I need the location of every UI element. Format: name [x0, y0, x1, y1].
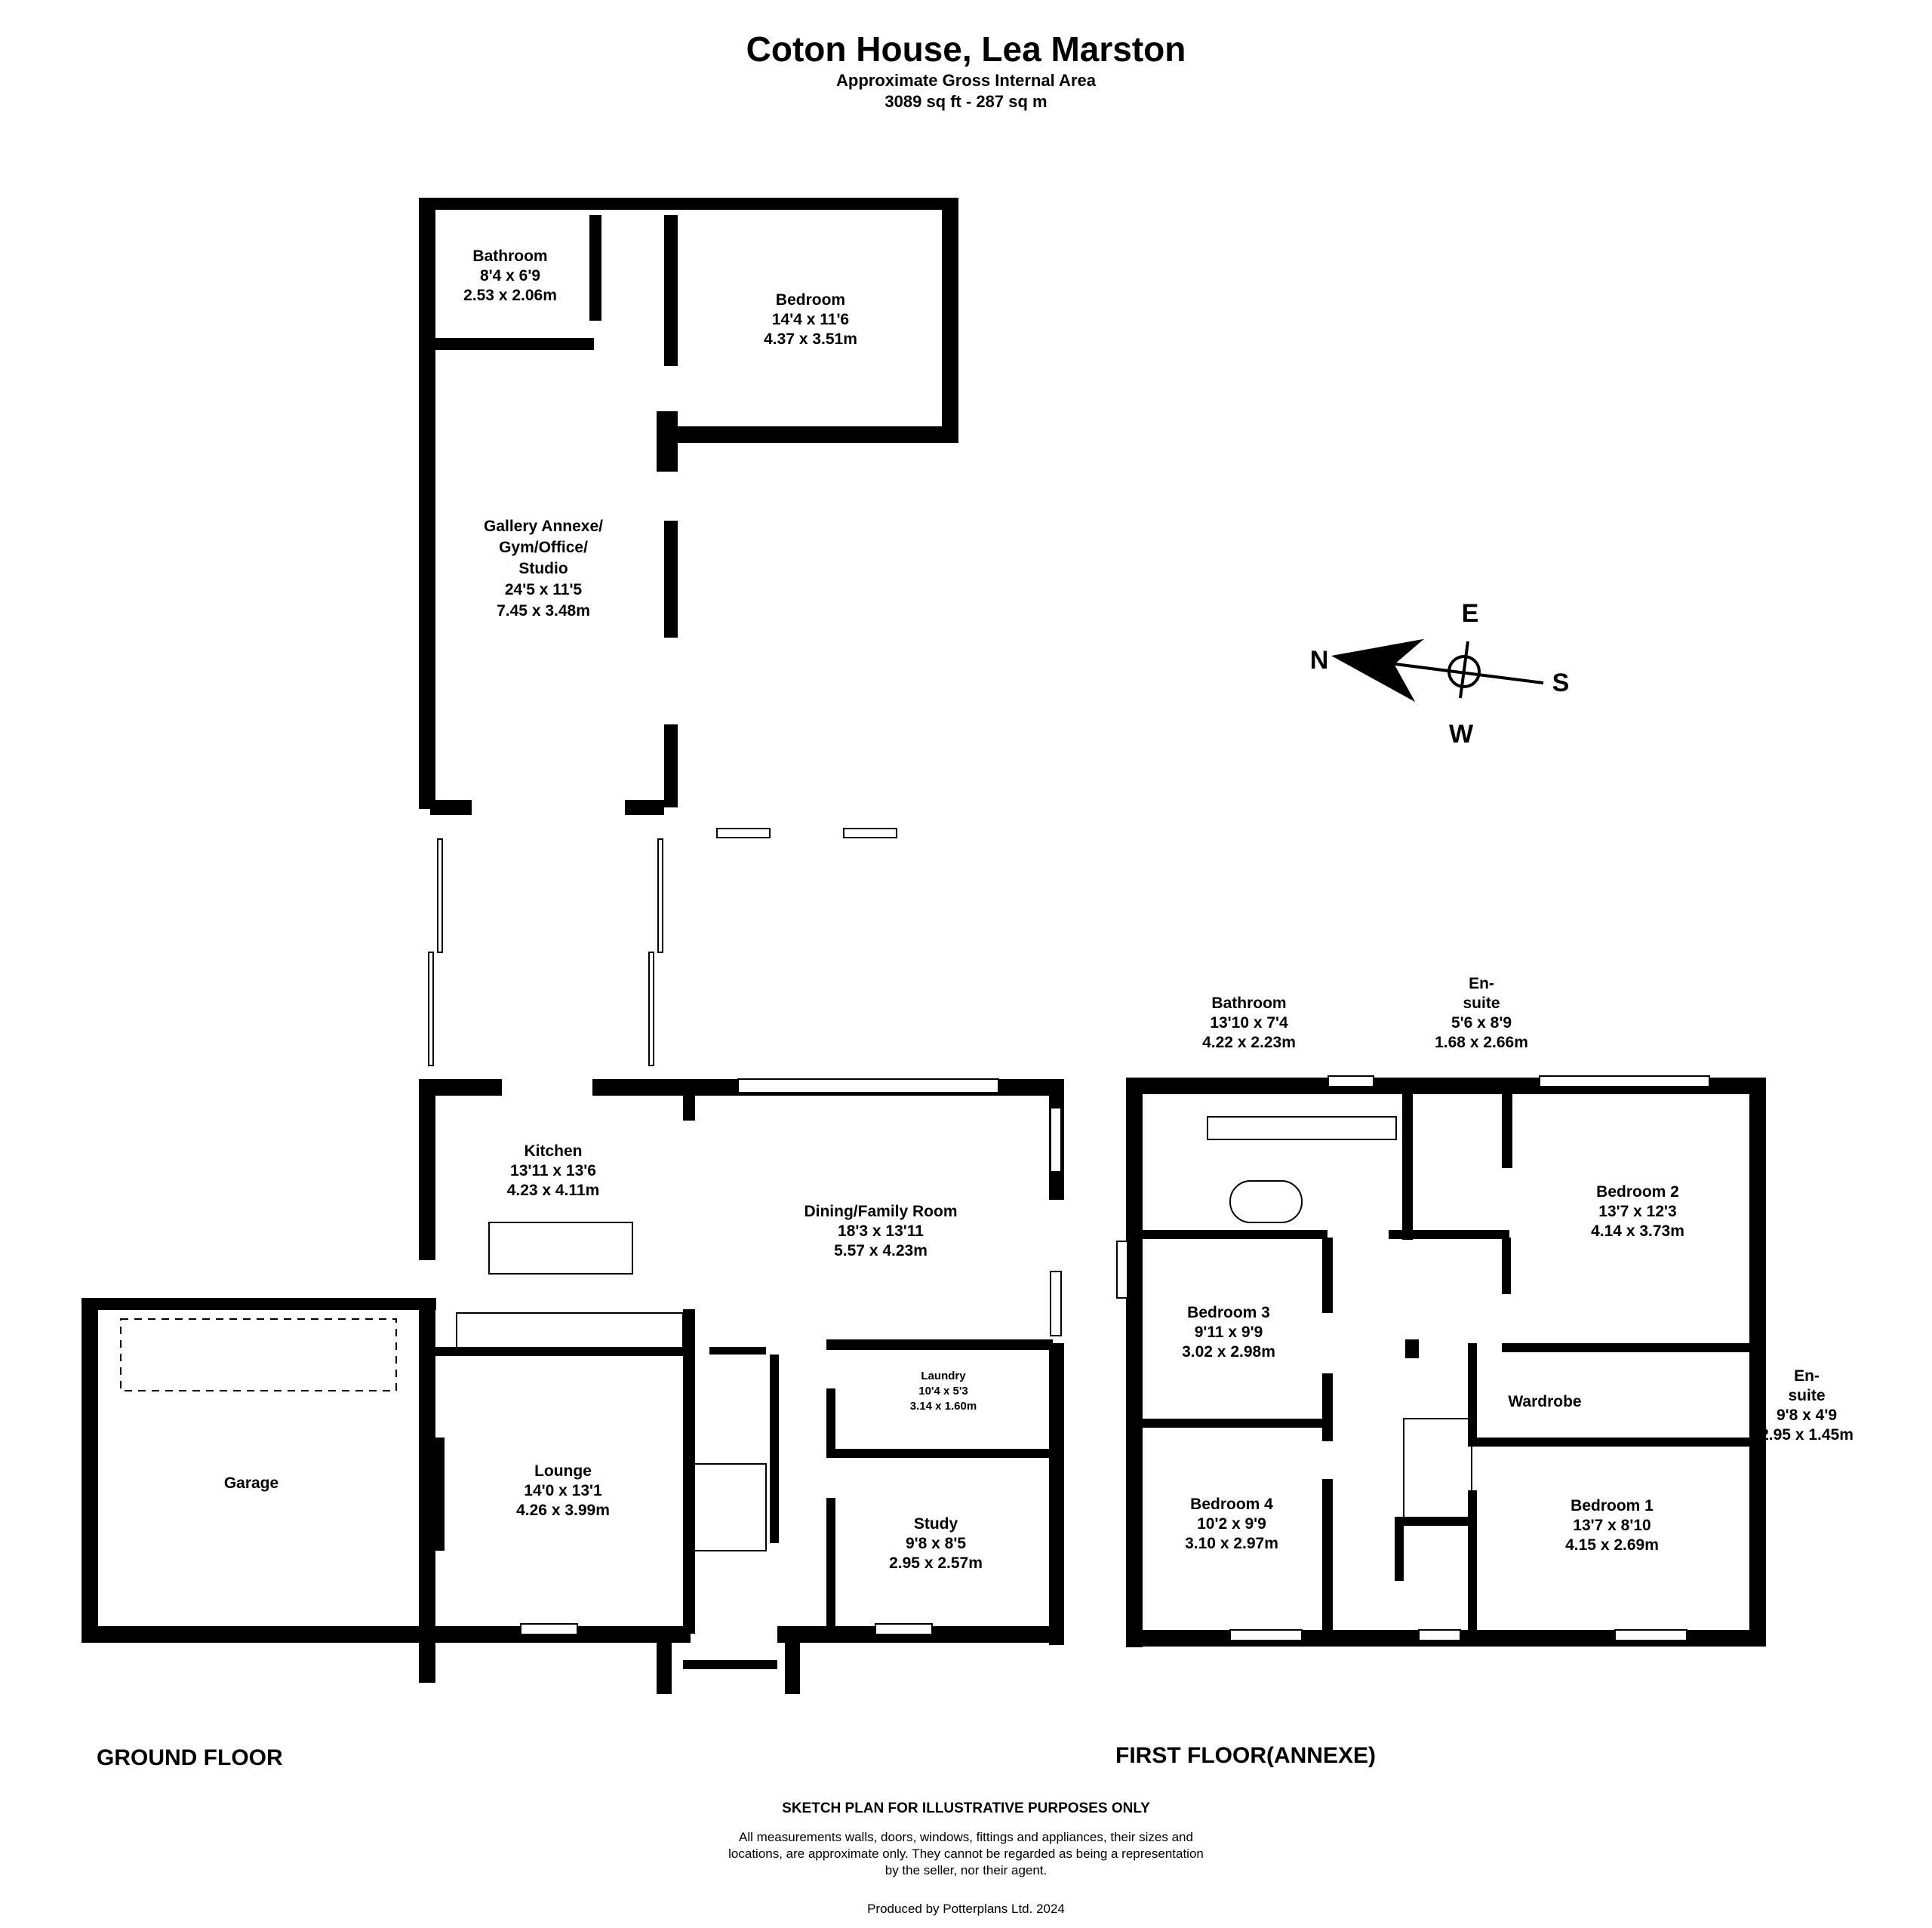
- compass-s: S: [1552, 669, 1570, 697]
- svg-text:4.15 x 2.69m: 4.15 x 2.69m: [1565, 1536, 1659, 1554]
- svg-text:Laundry: Laundry: [921, 1370, 966, 1382]
- svg-text:14'4 x 11'6: 14'4 x 11'6: [772, 311, 849, 328]
- svg-text:13'10 x 7'4: 13'10 x 7'4: [1210, 1014, 1288, 1032]
- ground-floor-label: GROUND FLOOR: [97, 1745, 283, 1770]
- svg-text:8'4 x 6'9: 8'4 x 6'9: [480, 267, 540, 284]
- svg-text:4.23 x 4.11m: 4.23 x 4.11m: [507, 1182, 600, 1199]
- produced-by: Produced by Potterplans Ltd. 2024: [867, 1902, 1065, 1916]
- compass-rose: [1331, 638, 1544, 703]
- svg-text:2.95 x 1.45m: 2.95 x 1.45m: [1760, 1426, 1854, 1444]
- svg-text:Bedroom 1: Bedroom 1: [1571, 1497, 1654, 1514]
- svg-text:Kitchen: Kitchen: [524, 1142, 582, 1160]
- svg-text:7.45 x 3.48m: 7.45 x 3.48m: [497, 602, 590, 620]
- svg-text:Dining/Family Room: Dining/Family Room: [804, 1203, 957, 1220]
- room-laundry: Laundry 10'4 x 5'3 3.14 x 1.60m: [910, 1370, 977, 1413]
- svg-text:suite: suite: [1463, 995, 1500, 1012]
- svg-text:Studio: Studio: [518, 560, 568, 577]
- svg-text:2.53 x 2.06m: 2.53 x 2.06m: [463, 287, 557, 304]
- svg-text:Bathroom: Bathroom: [472, 248, 547, 265]
- room-kitchen: Kitchen 13'11 x 13'6 4.23 x 4.11m: [507, 1142, 600, 1199]
- svg-text:Gym/Office/: Gym/Office/: [499, 539, 588, 556]
- room-bedroom-1: Bedroom 1 13'7 x 8'10 4.15 x 2.69m: [1565, 1497, 1659, 1554]
- svg-text:18'3 x 13'11: 18'3 x 13'11: [838, 1222, 924, 1240]
- svg-text:5.57 x 4.23m: 5.57 x 4.23m: [834, 1242, 928, 1259]
- disclaimer-title: SKETCH PLAN FOR ILLUSTRATIVE PURPOSES ON…: [782, 1800, 1150, 1816]
- room-bedroom-ground: Bedroom 14'4 x 11'6 4.37 x 3.51m: [764, 291, 857, 348]
- compass-e: E: [1462, 599, 1479, 628]
- svg-text:4.14 x 3.73m: 4.14 x 3.73m: [1591, 1222, 1684, 1240]
- ground-floor-walls: [82, 198, 1064, 1694]
- svg-text:3.02 x 2.98m: 3.02 x 2.98m: [1182, 1343, 1275, 1361]
- svg-text:Lounge: Lounge: [534, 1462, 592, 1480]
- svg-text:Garage: Garage: [224, 1474, 278, 1492]
- area-value: 3089 sq ft - 287 sq m: [884, 92, 1048, 111]
- svg-text:4.26 x 3.99m: 4.26 x 3.99m: [516, 1502, 610, 1519]
- svg-text:24'5 x 11'5: 24'5 x 11'5: [505, 581, 583, 598]
- room-ensuite-1: En- suite 5'6 x 8'9 1.68 x 2.66m: [1435, 975, 1528, 1051]
- first-floor-label: FIRST FLOOR(ANNEXE): [1115, 1743, 1376, 1768]
- svg-text:13'7 x 12'3: 13'7 x 12'3: [1598, 1203, 1676, 1220]
- svg-text:Study: Study: [914, 1515, 958, 1533]
- svg-text:13'11 x 13'6: 13'11 x 13'6: [510, 1162, 596, 1179]
- room-bedroom-3: Bedroom 3 9'11 x 9'9 3.02 x 2.98m: [1182, 1304, 1275, 1361]
- room-gallery-annexe: Gallery Annexe/ Gym/Office/ Studio 24'5 …: [484, 518, 603, 620]
- room-garage: Garage: [224, 1474, 278, 1492]
- svg-text:2.95 x 2.57m: 2.95 x 2.57m: [889, 1554, 983, 1572]
- first-floor-walls: [1116, 1075, 1766, 1647]
- svg-text:14'0 x 13'1: 14'0 x 13'1: [524, 1482, 602, 1499]
- room-bathroom-first: Bathroom 13'10 x 7'4 4.22 x 2.23m: [1202, 995, 1296, 1051]
- svg-text:Bedroom 4: Bedroom 4: [1190, 1496, 1273, 1513]
- svg-text:9'8 x 4'9: 9'8 x 4'9: [1777, 1407, 1837, 1424]
- svg-text:3.10 x 2.97m: 3.10 x 2.97m: [1185, 1535, 1278, 1552]
- room-bedroom-4: Bedroom 4 10'2 x 9'9 3.10 x 2.97m: [1185, 1496, 1278, 1552]
- svg-text:9'11 x 9'9: 9'11 x 9'9: [1195, 1324, 1263, 1341]
- svg-text:1.68 x 2.66m: 1.68 x 2.66m: [1435, 1034, 1528, 1051]
- plan-title: Coton House, Lea Marston: [746, 29, 1186, 69]
- svg-text:Bedroom 2: Bedroom 2: [1596, 1183, 1679, 1201]
- room-dining-family: Dining/Family Room 18'3 x 13'11 5.57 x 4…: [804, 1203, 957, 1259]
- svg-text:En-: En-: [1469, 975, 1494, 992]
- room-bathroom-ground: Bathroom 8'4 x 6'9 2.53 x 2.06m: [463, 248, 557, 304]
- room-bedroom-2: Bedroom 2 13'7 x 12'3 4.14 x 3.73m: [1591, 1183, 1684, 1240]
- svg-text:Gallery Annexe/: Gallery Annexe/: [484, 518, 603, 535]
- svg-text:10'2 x 9'9: 10'2 x 9'9: [1197, 1515, 1266, 1533]
- svg-text:5'6 x 8'9: 5'6 x 8'9: [1451, 1014, 1512, 1032]
- svg-text:4.37 x 3.51m: 4.37 x 3.51m: [764, 331, 857, 348]
- area-subtitle: Approximate Gross Internal Area: [836, 71, 1096, 90]
- svg-text:En-: En-: [1794, 1367, 1820, 1385]
- svg-text:9'8 x 8'5: 9'8 x 8'5: [906, 1535, 966, 1552]
- svg-text:4.22 x 2.23m: 4.22 x 2.23m: [1202, 1034, 1296, 1051]
- svg-text:suite: suite: [1788, 1387, 1825, 1404]
- svg-text:Wardrobe: Wardrobe: [1508, 1393, 1581, 1410]
- disclaimer-body: All measurements walls, doors, windows, …: [728, 1830, 1204, 1877]
- svg-text:Bedroom: Bedroom: [776, 291, 845, 309]
- svg-text:Bedroom 3: Bedroom 3: [1187, 1304, 1270, 1321]
- compass-n: N: [1310, 646, 1329, 675]
- room-ensuite-2: En- suite 9'8 x 4'9 2.95 x 1.45m: [1760, 1367, 1854, 1444]
- room-lounge: Lounge 14'0 x 13'1 4.26 x 3.99m: [516, 1462, 610, 1519]
- compass-w: W: [1449, 720, 1474, 749]
- svg-text:3.14 x 1.60m: 3.14 x 1.60m: [910, 1400, 977, 1413]
- room-wardrobe: Wardrobe: [1508, 1393, 1581, 1410]
- room-study: Study 9'8 x 8'5 2.95 x 2.57m: [889, 1515, 983, 1572]
- svg-text:Bathroom: Bathroom: [1211, 995, 1286, 1012]
- svg-text:13'7 x 8'10: 13'7 x 8'10: [1573, 1517, 1651, 1534]
- svg-text:10'4 x 5'3: 10'4 x 5'3: [918, 1385, 968, 1398]
